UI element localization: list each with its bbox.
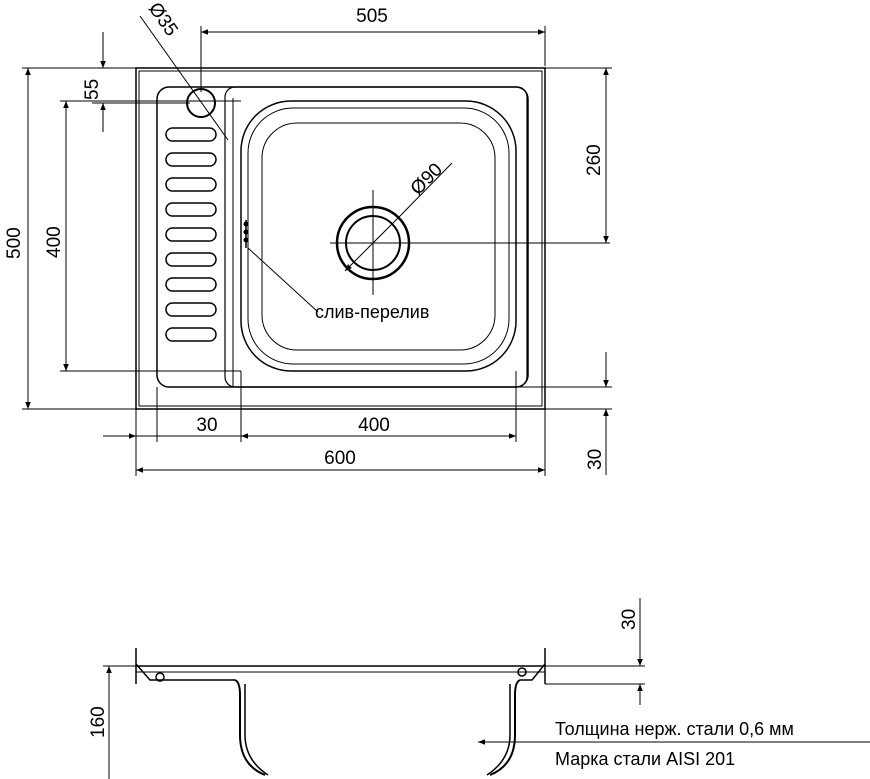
dim-260-label: 260 bbox=[584, 144, 605, 176]
drainer-ribs bbox=[165, 127, 217, 342]
dim-30-rim-label: 30 bbox=[619, 609, 640, 630]
tap-hole bbox=[186, 88, 216, 118]
dim-55-label: 55 bbox=[82, 79, 103, 100]
dim-600-label: 600 bbox=[324, 448, 356, 469]
section-left-flange bbox=[135, 663, 235, 681]
sink-inner-outline bbox=[138, 70, 543, 407]
sink-bowl-inner bbox=[247, 107, 510, 365]
sink-outline bbox=[135, 67, 546, 410]
section-right-flange bbox=[520, 663, 546, 681]
dim-30-left-label: 30 bbox=[196, 415, 217, 436]
dim-260: 260 bbox=[545, 67, 612, 243]
drainer-panel bbox=[224, 86, 528, 388]
drainer-rib bbox=[165, 277, 217, 292]
dim-160: 160 bbox=[88, 665, 136, 779]
dim-30-400: 30 400 bbox=[103, 371, 517, 442]
section-bowl-right bbox=[489, 679, 521, 776]
drainer-rib bbox=[165, 127, 217, 142]
dim-30-bottom: 30 bbox=[516, 352, 612, 475]
section-clip-right bbox=[517, 667, 527, 677]
note-thickness: Толщина нерж. стали 0,6 мм bbox=[555, 719, 794, 739]
note-grade: Марка стали AISI 201 bbox=[555, 749, 735, 769]
drainer-rib bbox=[165, 327, 217, 342]
drainer-rib bbox=[165, 177, 217, 192]
sink-deck bbox=[156, 86, 529, 388]
overflow-mark bbox=[243, 220, 249, 248]
drainer-rib bbox=[165, 202, 217, 217]
dim-400-vertical-label: 400 bbox=[44, 226, 65, 258]
dim-500-label: 500 bbox=[4, 227, 25, 259]
overflow-leader bbox=[247, 247, 319, 313]
drain-diameter-label: Ø90 bbox=[407, 159, 447, 199]
dim-55: 55 bbox=[22, 32, 190, 132]
drainer-rib bbox=[165, 252, 217, 267]
overflow-callout-label: слив-перелив bbox=[315, 302, 429, 322]
dim-400-vertical: 400 bbox=[44, 100, 241, 372]
dim-160-label: 160 bbox=[88, 706, 109, 738]
drainer-rib bbox=[165, 302, 217, 317]
tap-hole-leader bbox=[139, 15, 229, 141]
plan-view: слив-перелив 505 Ø35 55 500 bbox=[4, 0, 612, 476]
drainer-rib bbox=[165, 227, 217, 242]
drainer-rib bbox=[165, 152, 217, 167]
dim-30-rim: 30 bbox=[545, 598, 645, 705]
section-view: 30 160 Толщина нерж. стали 0,6 мм Марка … bbox=[88, 598, 870, 779]
section-bowl-left bbox=[234, 679, 266, 776]
dim-30-bottom-label: 30 bbox=[585, 449, 606, 470]
dim-505-label: 505 bbox=[356, 6, 388, 27]
dim-500: 500 bbox=[4, 68, 136, 410]
section-clip-left bbox=[155, 672, 165, 682]
dim-400-horizontal-label: 400 bbox=[358, 415, 390, 436]
sink-bowl-outer bbox=[240, 100, 517, 372]
sink-bowl-bottom bbox=[261, 122, 496, 351]
dim-600: 600 bbox=[135, 409, 546, 476]
dim-505: 505 bbox=[200, 6, 546, 92]
drain-diameter-line bbox=[344, 214, 402, 272]
drain-diameter-leader bbox=[400, 162, 453, 216]
tap-hole-diameter-label: Ø35 bbox=[144, 0, 182, 40]
